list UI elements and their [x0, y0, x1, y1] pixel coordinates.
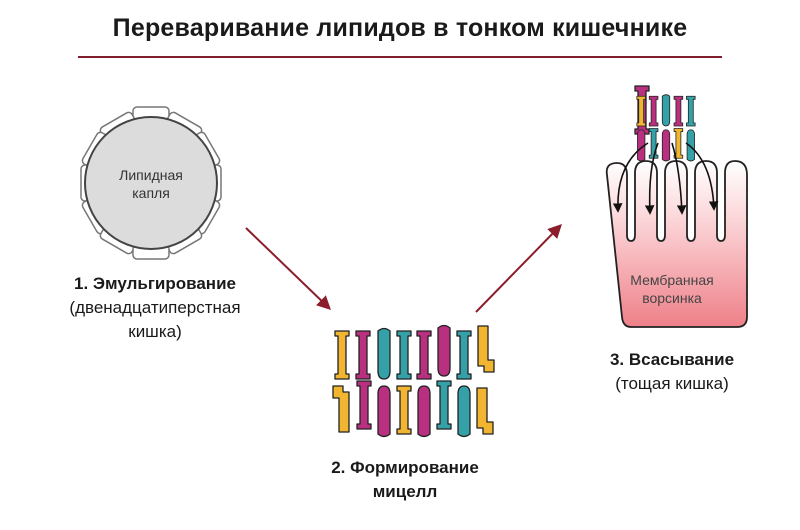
- arrow-emulsification-to-micelles: [245, 227, 332, 310]
- droplet-label-line1: Липидная: [119, 167, 183, 183]
- stage-3-caption: 3. Всасывание (тощая кишка): [562, 348, 782, 396]
- arrow-micelles-to-absorption: [475, 223, 562, 313]
- micelle-cluster: [332, 324, 495, 438]
- page-title: Переваривание липидов в тонком кишечнике: [112, 14, 688, 42]
- stage-1-caption: 1. Эмульгирование (двенадцатиперстная ки…: [40, 272, 270, 344]
- stage-1-heading: 1. Эмульгирование: [74, 274, 236, 293]
- stage-1-sub-line1: (двенадцатиперстная: [69, 298, 241, 317]
- stage-2-heading-line1: 2. Формирование: [331, 458, 479, 477]
- stage-1-sub-line2: кишка): [128, 322, 182, 341]
- stage-3-sub-line1: (тощая кишка): [615, 374, 729, 393]
- stage-2-caption: 2. Формирование мицелл: [290, 456, 520, 504]
- stage-3-heading: 3. Всасывание: [609, 350, 735, 369]
- droplet-core: [84, 116, 218, 250]
- villus-label-line1: Мембранная: [630, 272, 714, 288]
- stage-2-heading-line2: мицелл: [372, 482, 438, 501]
- membrane-villus: Мембранная ворсинка: [605, 160, 748, 328]
- droplet-label-line2: капля: [132, 185, 170, 201]
- title-divider: [78, 56, 722, 58]
- absorption-arrows: [612, 142, 719, 215]
- lipid-droplet: Липидная капля: [80, 106, 222, 260]
- villus-label-line2: ворсинка: [642, 290, 702, 306]
